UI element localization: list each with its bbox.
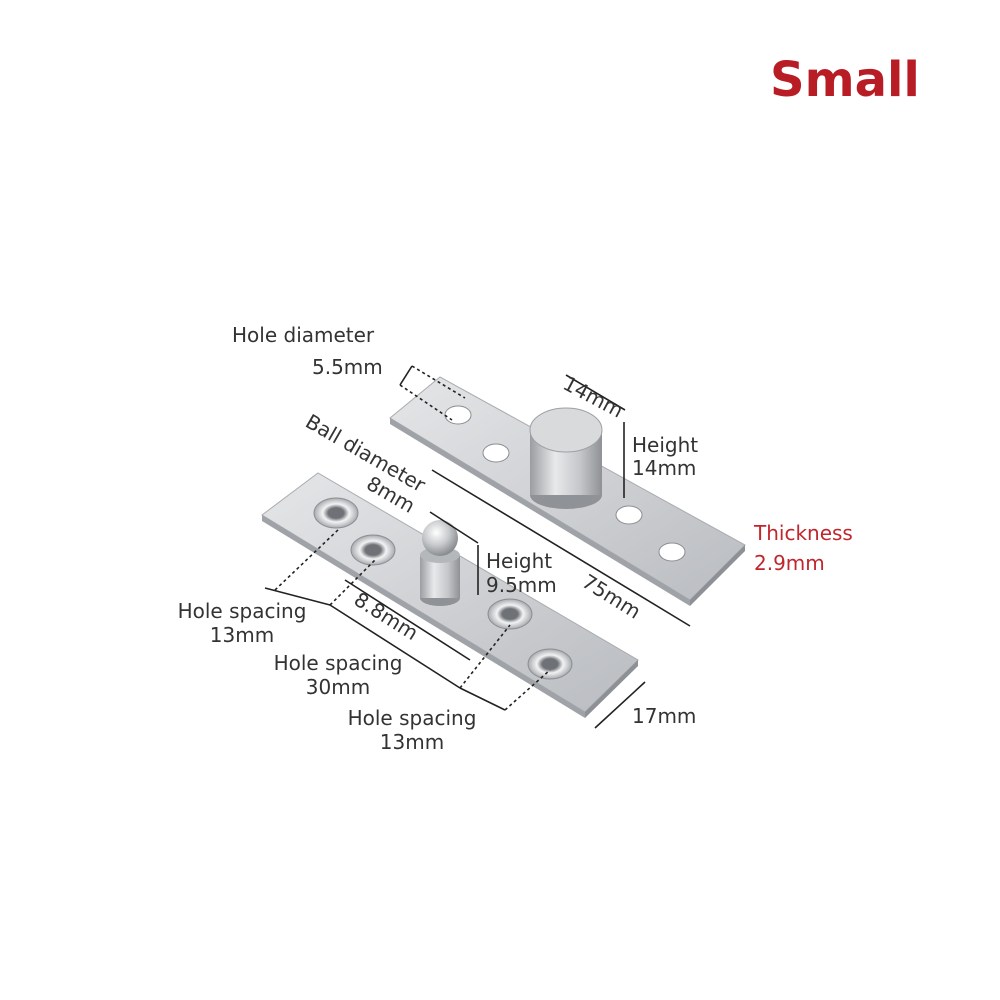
ball-pin [420,520,460,606]
plate-hole [444,405,472,425]
width-label: 17mm [632,704,697,728]
countersunk-hole [487,598,533,630]
top-plate [389,376,746,606]
plate-hole [482,443,510,463]
hole-diameter-title: Hole diameter [232,323,375,347]
pin-height-value: 14mm [632,456,697,480]
countersunk-hole [313,497,359,529]
hole-spacing-2-value: 30mm [305,675,371,699]
hole-spacing-3-title: Hole spacing [347,706,477,730]
countersunk-hole [527,648,573,680]
hole-spacing-3-value: 13mm [379,730,445,754]
plate-hole [658,542,686,562]
pivot-pin [529,407,603,509]
dimension-lines [264,365,691,729]
hole-spacing-1-value: 13mm [209,623,275,647]
hole-spacing-1-title: Hole spacing [177,599,307,623]
thickness-value: 2.9mm [754,551,825,575]
size-title: Small [770,52,920,108]
hole-spacing-2-title: Hole spacing [273,651,403,675]
thickness-title: Thickness [754,521,853,545]
ball-height-value: 9.5mm [486,573,557,597]
countersunk-hole [350,534,396,566]
hole-diameter-value: 5.5mm [312,355,383,379]
pin-height-title: Height [632,433,699,457]
plate-hole [615,505,643,525]
bottom-plate [261,472,639,718]
ball-height-title: Height [486,549,553,573]
